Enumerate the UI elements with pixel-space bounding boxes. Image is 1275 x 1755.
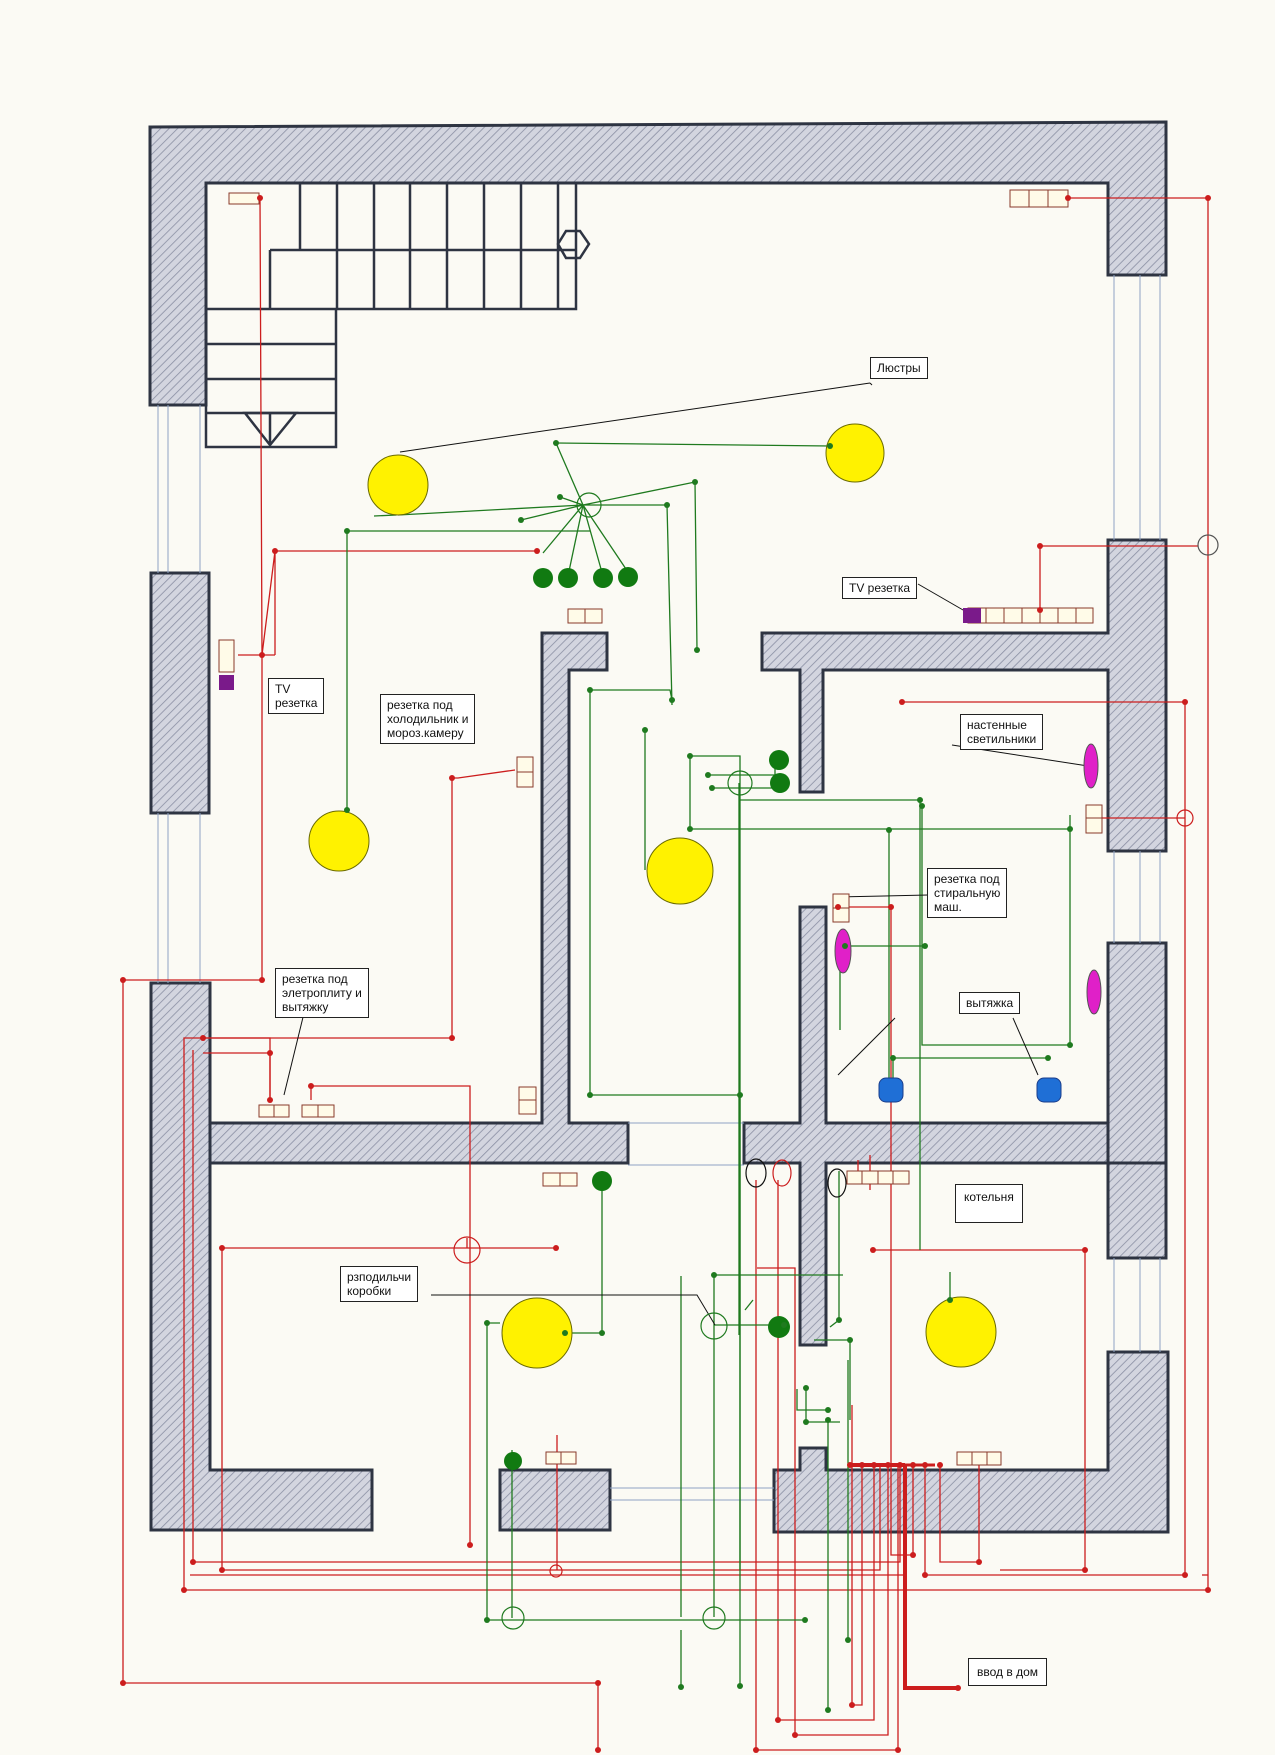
wall-right-lower (772, 1350, 1170, 1534)
pendants (504, 567, 790, 1470)
hood-fixtures (878, 1077, 1062, 1103)
label-junction-boxes: рзподильчи коробки (340, 1266, 419, 1302)
pendant-8 (592, 1171, 612, 1191)
wall-bottom-middle (498, 1468, 612, 1532)
junction-box-3 (453, 1236, 481, 1264)
ceiling-light-3 (308, 810, 370, 872)
window-right-upper (1113, 275, 1161, 540)
junction-box-10 (745, 1158, 767, 1188)
light-nodes (344, 440, 1073, 1713)
window-left-upper (157, 405, 201, 573)
window-left-lower (157, 813, 201, 983)
label-stove-socket: резетка под элетроплиту и вытяжку (275, 968, 369, 1018)
wall-top (148, 120, 1168, 407)
socket-1 (228, 192, 260, 205)
junction-box-7 (1197, 534, 1219, 556)
stair-arrow (242, 411, 299, 448)
label-fridge-socket: резетка под холодильник и мороз.камеру (380, 694, 476, 744)
socket-4 (967, 607, 1094, 624)
junction-box-8 (1176, 809, 1194, 827)
socket-2 (1009, 189, 1069, 208)
socket-7 (1085, 804, 1103, 834)
hood-fixture-2 (1036, 1077, 1062, 1103)
sockets (218, 189, 1103, 1466)
wall-partition-b (742, 905, 1110, 1347)
pendant-1 (533, 568, 553, 588)
tv-sockets (219, 608, 981, 690)
window-right-mid (1113, 851, 1161, 943)
stair-end-marker (556, 229, 591, 260)
ceiling-light-4 (646, 837, 714, 905)
label-wall-lights: настенные светильники (960, 714, 1044, 750)
ceiling-light-1 (367, 454, 429, 516)
ceiling-lights (308, 423, 997, 1369)
wall-right-upper (760, 538, 1168, 853)
windows (157, 275, 1161, 1501)
junction-box-1 (576, 492, 602, 518)
junction-box-2 (727, 770, 753, 796)
label-house-entry: ввод в дом (968, 1658, 1047, 1686)
power-nodes (120, 195, 1211, 1753)
wall-boiler-right (1106, 1161, 1168, 1260)
pendant-5 (769, 750, 789, 770)
ceiling-light-6 (925, 1296, 997, 1368)
staircase (204, 181, 591, 449)
junction-boxes (453, 492, 1219, 1630)
ceiling-light-5 (501, 1297, 573, 1369)
label-washer-socket: резетка под стиральную маш. (927, 868, 1008, 918)
door-gap (628, 1122, 744, 1166)
pendant-2 (558, 568, 578, 588)
wall-left-pier (149, 571, 211, 815)
walls (148, 120, 1170, 1534)
wall-light-2 (834, 928, 852, 974)
junction-box-4 (700, 1312, 728, 1340)
junction-box-12 (827, 1168, 847, 1198)
label-tv-socket-right: TV резетка (842, 577, 918, 599)
pendant-7 (768, 1316, 790, 1338)
label-hood: вытяжка (959, 992, 1021, 1014)
tv-socket-right (963, 608, 981, 623)
label-chandeliers: Люстры (870, 357, 928, 379)
pendant-3 (593, 568, 613, 588)
wall-left-lower (149, 981, 374, 1532)
pendant-9 (504, 1452, 522, 1470)
label-tv-socket-left: TV резетка (268, 678, 325, 714)
junction-box-9 (549, 1564, 563, 1578)
window-right-low (1113, 1258, 1161, 1352)
socket-15 (956, 1451, 1002, 1466)
socket-5 (218, 639, 235, 673)
ceiling-light-2 (825, 423, 885, 483)
pendant-6 (770, 773, 790, 793)
wall-light-3 (1086, 969, 1102, 1015)
pendant-4 (618, 567, 638, 587)
window-bottom (610, 1487, 774, 1501)
wall-lights (834, 743, 1102, 1015)
junction-box-11 (772, 1159, 792, 1187)
hood-fixture-1 (878, 1077, 904, 1103)
wall-light-1 (1083, 743, 1099, 789)
junction-box-6 (702, 1606, 726, 1630)
label-boiler-room: котельня (955, 1184, 1023, 1223)
leader-lines (283, 382, 1089, 1326)
tv-socket-left (219, 675, 234, 690)
junction-box-5 (501, 1606, 525, 1630)
